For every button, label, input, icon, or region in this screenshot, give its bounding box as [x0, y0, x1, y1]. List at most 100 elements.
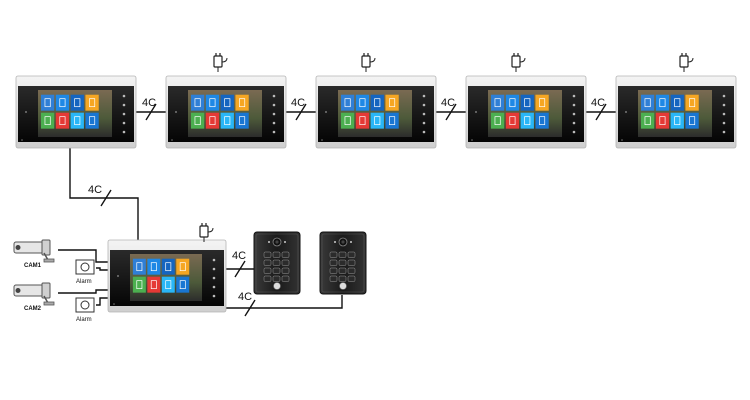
menu-tile: [85, 94, 99, 111]
menu-tile: [176, 276, 190, 293]
menu-tile: [40, 112, 55, 129]
menu-tile: [235, 94, 249, 111]
menu-tile: [640, 112, 655, 129]
power-adapter-icon: [679, 53, 694, 72]
keypad-key: [272, 259, 281, 266]
side-button: [122, 121, 126, 125]
side-button: [212, 285, 216, 289]
camera-1: CAM1: [13, 239, 55, 269]
menu-tile: [205, 112, 220, 129]
side-button: [422, 112, 426, 116]
keypad-key: [329, 251, 338, 258]
menu-tile: [220, 94, 234, 111]
menu-tile: [70, 94, 84, 111]
menu-tile: [55, 94, 70, 111]
keypad-key: [347, 251, 356, 258]
menu-tile: [355, 112, 370, 129]
menu-tile: [355, 94, 370, 111]
keypad-key: [338, 267, 347, 274]
alarm-label: Alarm: [76, 317, 92, 323]
keypad-key: [263, 267, 272, 274]
side-button: [212, 258, 216, 262]
bullet-camera-icon: [13, 282, 55, 306]
keypad-key: [263, 259, 272, 266]
menu-tile: [190, 94, 205, 111]
side-button: [122, 112, 126, 116]
menu-tile: [340, 112, 355, 129]
side-button: [422, 94, 426, 98]
call-button: [273, 282, 281, 290]
menu-tile: [370, 94, 384, 111]
power-adapter-icon: [199, 223, 214, 242]
keypad-key: [347, 275, 356, 282]
menu-tile: [40, 94, 55, 111]
menu-tile: [55, 112, 70, 129]
alarm-2: Alarm: [75, 297, 95, 323]
alarm-sensor-icon: [75, 259, 95, 275]
menu-tile: [505, 94, 520, 111]
cable-labels: 4C 4C 4C 4C 4C 4C 4C: [88, 97, 605, 303]
keypad-key: [272, 275, 281, 282]
menu-tile: [205, 94, 220, 111]
menu-tile: [520, 112, 534, 129]
side-button: [272, 103, 276, 107]
menu-tile: [505, 112, 520, 129]
menu-tile: [220, 112, 234, 129]
menu-tile: [385, 94, 399, 111]
indoor-monitors: [15, 75, 737, 313]
side-button: [722, 94, 726, 98]
keypad-key: [263, 275, 272, 282]
side-button: [572, 121, 576, 125]
menu-tile: [670, 112, 684, 129]
keypad-door-station-icon: [253, 231, 301, 295]
cable-cam2: [58, 289, 108, 294]
master-monitor: [107, 239, 227, 313]
keypad-door-station-icon: [319, 231, 367, 295]
side-button: [122, 130, 126, 134]
cable-slash-marks: [100, 103, 607, 317]
menu-tile: [640, 94, 655, 111]
side-button: [722, 112, 726, 116]
keypad-key: [338, 275, 347, 282]
keypad-key: [338, 251, 347, 258]
menu-tile: [161, 276, 175, 293]
menu-tile: [190, 112, 205, 129]
menu-tile: [655, 112, 670, 129]
menu-tile: [490, 94, 505, 111]
menu-tile: [161, 258, 175, 275]
side-button: [272, 94, 276, 98]
camera-label: CAM1: [24, 263, 42, 269]
side-button: [722, 130, 726, 134]
keypad-key: [329, 275, 338, 282]
cable-label-6: 4C: [232, 250, 246, 262]
cable-label-5: 4C: [88, 184, 102, 196]
cable-label-7: 4C: [238, 291, 252, 303]
menu-tile: [520, 94, 534, 111]
cable-label-3: 4C: [441, 97, 455, 109]
cable-alarm2: [96, 297, 108, 306]
door-stations: [253, 231, 367, 295]
menu-tile: [670, 94, 684, 111]
camera-2: CAM2: [13, 282, 55, 312]
side-button: [212, 267, 216, 271]
keypad-key: [338, 259, 347, 266]
keypad-key: [329, 267, 338, 274]
menu-tile: [685, 112, 699, 129]
menu-tile: [685, 94, 699, 111]
keypad-key: [272, 251, 281, 258]
power-adapter-icon: [511, 53, 526, 72]
keypad-key: [281, 259, 290, 266]
menu-tile: [85, 112, 99, 129]
side-button: [572, 112, 576, 116]
side-button: [272, 112, 276, 116]
cable-monitor1-master: [69, 148, 139, 240]
alarm-1: Alarm: [75, 259, 95, 285]
cable-cam1: [58, 249, 108, 263]
keypad-key: [281, 275, 290, 282]
menu-tile: [385, 112, 399, 129]
cable-label-1: 4C: [142, 97, 156, 109]
menu-tile: [370, 112, 384, 129]
menu-tile: [490, 112, 505, 129]
side-button: [722, 103, 726, 107]
